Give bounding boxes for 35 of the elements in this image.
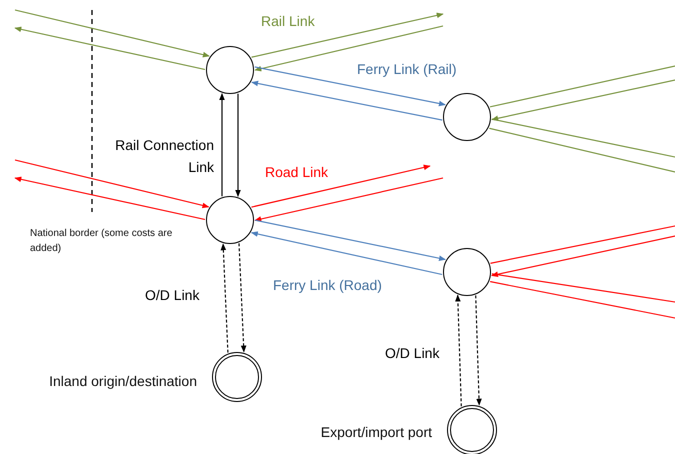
arrow xyxy=(491,235,675,277)
connector-line xyxy=(489,128,675,173)
double-circle xyxy=(447,405,497,454)
arrow xyxy=(491,79,675,121)
connector-line xyxy=(490,281,675,319)
arrow xyxy=(220,243,228,353)
connector-line xyxy=(490,225,675,264)
node-circle xyxy=(206,196,254,244)
connector-line xyxy=(490,65,675,108)
arrow xyxy=(251,12,444,58)
border-note: National border (some costs are added) xyxy=(30,227,174,256)
connector-line xyxy=(492,118,675,158)
arrow xyxy=(455,294,462,406)
arrow xyxy=(254,220,446,261)
arrow xyxy=(250,231,442,276)
arrow xyxy=(475,295,482,406)
arrow xyxy=(254,66,446,106)
arrow xyxy=(219,93,225,196)
node-circle xyxy=(443,93,491,141)
arrow xyxy=(254,177,444,222)
arrow xyxy=(14,26,206,70)
node-caption: Inland origin/destination xyxy=(49,373,197,389)
node-circle xyxy=(443,248,491,296)
node-circle xyxy=(206,46,254,94)
arrow xyxy=(14,159,210,208)
arrow xyxy=(14,176,206,220)
arrow xyxy=(14,9,210,58)
arrow xyxy=(251,164,431,208)
arrow xyxy=(251,80,442,121)
connector-line xyxy=(492,273,675,303)
arrow xyxy=(254,25,444,72)
node-caption: Export/import port xyxy=(320,424,432,440)
double-circle xyxy=(212,352,262,402)
arrow xyxy=(235,94,241,197)
arrow xyxy=(238,243,246,353)
